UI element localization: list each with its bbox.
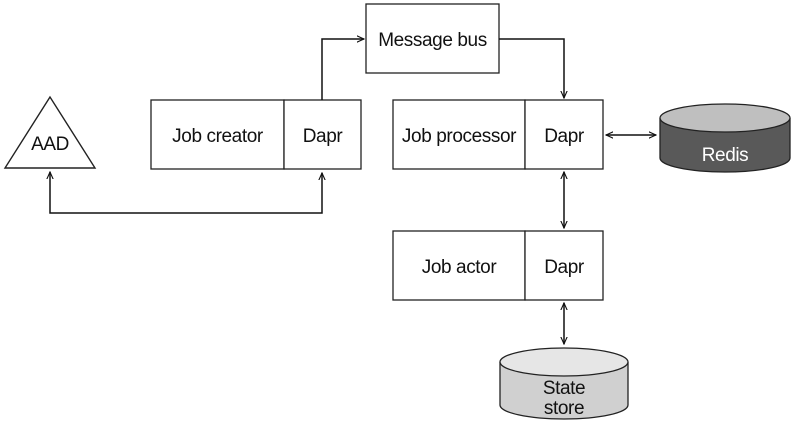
state-store-label-line1: State (543, 378, 585, 399)
job-creator-box (150, 99, 285, 170)
edge-job-creator-to-message-bus (321, 39, 364, 100)
job-actor-box (392, 230, 526, 301)
job-processor-label: Job processor (402, 126, 517, 147)
aad-node: AAD (3, 95, 97, 169)
state-store-label-line2: store (544, 398, 584, 419)
job-processor-node: Job processor Dapr (392, 99, 604, 170)
job-creator-label: Job creator (172, 126, 264, 147)
job-actor-dapr-box (524, 230, 604, 301)
aad-triangle (3, 95, 97, 169)
job-processor-dapr-box (524, 99, 604, 170)
redis-cylinder-top (659, 103, 791, 133)
edge-message-bus-to-job-processor (499, 38, 564, 98)
redis-label: Redis (702, 145, 749, 166)
aad-label: AAD (31, 134, 69, 155)
redis-cylinder-body (659, 118, 791, 173)
job-creator-node: Job creator Dapr (150, 99, 362, 170)
state-store-cylinder-top (499, 347, 629, 377)
state-store-node: State store (499, 347, 629, 420)
job-actor-label: Job actor (422, 257, 498, 278)
state-store-cylinder-body (499, 362, 629, 420)
job-creator-dapr-label: Dapr (303, 126, 344, 147)
message-bus-node: Message bus (365, 3, 500, 74)
message-bus-label: Message bus (378, 30, 487, 51)
edge-aad-job-creator (50, 172, 322, 214)
message-bus-box (365, 3, 500, 74)
job-actor-dapr-label: Dapr (544, 257, 585, 278)
redis-node: Redis (659, 103, 791, 173)
job-processor-dapr-label: Dapr (544, 126, 585, 147)
job-processor-box (392, 99, 526, 170)
job-actor-node: Job actor Dapr (392, 230, 604, 301)
